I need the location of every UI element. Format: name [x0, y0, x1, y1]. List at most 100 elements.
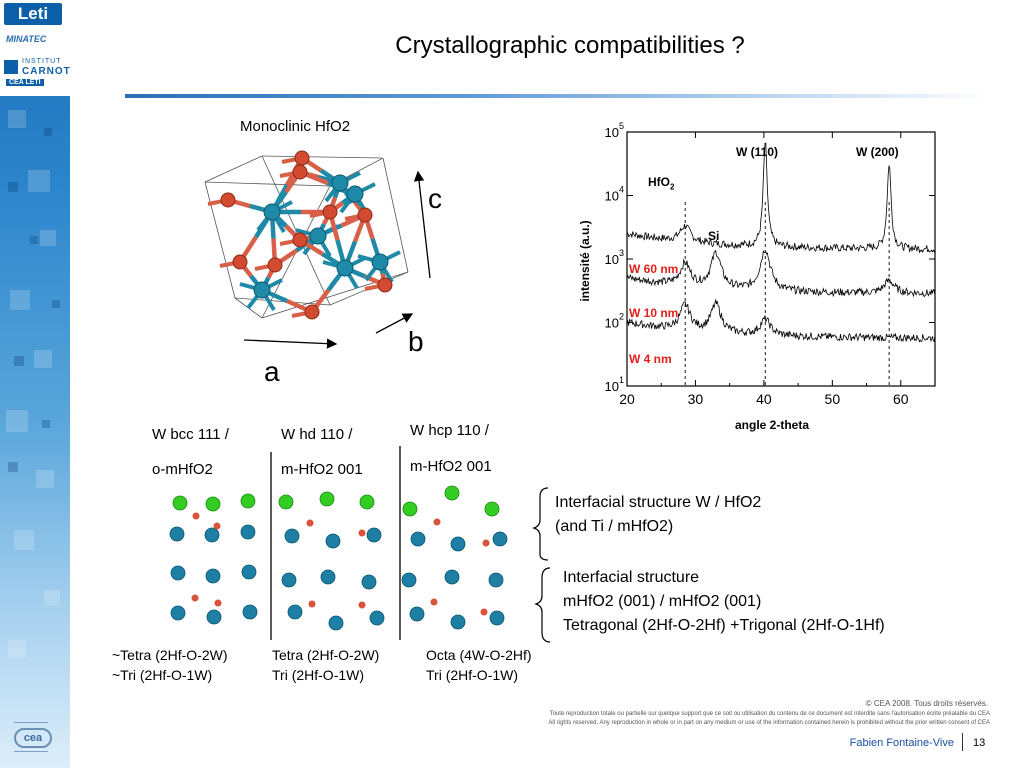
- axis-b-label: b: [408, 326, 424, 357]
- col1-caption-line1: ~Tetra (2Hf-O-2W): [112, 647, 228, 663]
- peak-label-w200: W (200): [856, 145, 899, 159]
- minatec-logo: MINATEC: [6, 34, 47, 44]
- axis-b-arrow: [375, 313, 414, 334]
- sample-label-60nm: W 60 nm: [629, 262, 679, 276]
- hf-atom: [371, 253, 389, 271]
- col3-title-line1: W hcp 110 /: [410, 422, 489, 439]
- hf-atom: [369, 610, 385, 626]
- hf-atom: [205, 568, 221, 584]
- peak-label-w110: W (110): [736, 145, 779, 159]
- axis-a-label: a: [264, 356, 280, 387]
- axis-c-arrow: [413, 170, 431, 279]
- x-axis-label: angle 2-theta: [735, 418, 810, 432]
- col3-title-line2: m-HfO2 001: [410, 458, 492, 475]
- hf-atom: [242, 604, 258, 620]
- o-atom: [377, 277, 393, 293]
- footer-separator: [962, 733, 963, 751]
- w-atom: [444, 485, 460, 501]
- hf-atom: [170, 565, 186, 581]
- w-atom: [278, 494, 294, 510]
- o-atom: [433, 518, 441, 526]
- o-atom: [357, 207, 373, 223]
- brace-top: [532, 487, 549, 561]
- hf-atom: [331, 174, 349, 192]
- w-atom: [359, 494, 375, 510]
- sidebar-decoration: [0, 0, 70, 768]
- w-atom: [319, 491, 335, 507]
- carnot-logo: INSTITUT CARNOT CEA LETI: [4, 58, 70, 88]
- carnot-institut-text: INSTITUT: [22, 58, 62, 65]
- hf-atom: [253, 281, 271, 299]
- hf-atom: [204, 527, 220, 543]
- hf-atom: [170, 605, 186, 621]
- hf-atom: [450, 614, 466, 630]
- cell-edge: [204, 181, 331, 187]
- crystal-label: Monoclinic HfO2: [240, 118, 351, 135]
- x-tick-label: 30: [688, 391, 704, 407]
- xrd-series-line: [626, 142, 936, 254]
- annotation-top-line2: (and Ti / mHfO2): [555, 518, 674, 535]
- footer-notice-en: All rights reserved. Any reproduction in…: [548, 720, 990, 726]
- hf-atom: [206, 609, 222, 625]
- y-tick-exponent: 5: [619, 121, 624, 131]
- hf-atom: [410, 531, 426, 547]
- o-atom: [192, 512, 200, 520]
- o-atom: [308, 600, 316, 608]
- hf-atom: [488, 572, 504, 588]
- logo-area: Leti MINATEC INSTITUT CARNOT CEA LETI: [0, 0, 70, 96]
- cell-edge: [234, 297, 331, 306]
- o-atom: [232, 254, 248, 270]
- o-atom: [191, 594, 199, 602]
- hf-atom: [492, 531, 508, 547]
- o-atom: [213, 522, 221, 530]
- hf-atom: [320, 569, 336, 585]
- xrd-series-line: [626, 249, 936, 298]
- col1-caption-line2: ~Tri (2Hf-O-1W): [112, 667, 213, 683]
- annotation-bottom-line1: Interfacial structure: [563, 569, 700, 586]
- x-tick-label: 40: [756, 391, 772, 407]
- hf-atom: [241, 564, 257, 580]
- o-atom: [267, 257, 283, 273]
- hf-atom: [450, 536, 466, 552]
- annotation-top-line1: Interfacial structure W / HfO2: [555, 494, 762, 511]
- col2-title-line2: m-HfO2 001: [281, 461, 363, 478]
- brace-bottom: [534, 567, 551, 643]
- axis-c-label: c: [428, 183, 442, 214]
- y-tick-label: 10: [605, 379, 619, 394]
- w-atom: [240, 493, 256, 509]
- hf-atom: [401, 572, 417, 588]
- hf-atom: [361, 574, 377, 590]
- hf-atom: [309, 227, 327, 245]
- o-atom: [430, 598, 438, 606]
- col1-title-line2: o-mHfO2: [152, 461, 213, 478]
- o-atom: [304, 304, 320, 320]
- footer-notice-fr: Toute reproduction totale ou partielle s…: [549, 711, 990, 717]
- col3-caption-line2: Tri (2Hf-O-1W): [426, 667, 519, 683]
- carnot-cea-leti-text: CEA LETI: [6, 79, 44, 86]
- sample-label-4nm: W 4 nm: [629, 352, 672, 366]
- w-atom: [172, 495, 188, 511]
- o-atom: [482, 539, 490, 547]
- y-tick-label: 10: [605, 125, 619, 140]
- cell-edge: [204, 181, 236, 299]
- hf-atom: [287, 604, 303, 620]
- axis-a-arrow: [243, 338, 338, 349]
- y-tick-exponent: 1: [619, 375, 624, 385]
- o-atom: [214, 599, 222, 607]
- footer-copyright: © CEA 2008. Tous droits réservés.: [865, 699, 988, 708]
- o-atom: [358, 601, 366, 609]
- w-atom: [484, 501, 500, 517]
- cell-edge: [204, 155, 263, 183]
- w-atom: [205, 496, 221, 512]
- annotation-bottom-line3: Tetragonal (2Hf-O-2Hf) +Trigonal (2Hf-O-…: [563, 617, 885, 634]
- o-atom: [292, 232, 308, 248]
- footer-author: Fabien Fontaine-Vive: [849, 737, 954, 749]
- xrd-series-line: [626, 299, 936, 343]
- o-atom: [292, 164, 308, 180]
- y-tick-exponent: 3: [619, 248, 624, 258]
- page-number: 13: [973, 737, 986, 749]
- w-atom: [402, 501, 418, 517]
